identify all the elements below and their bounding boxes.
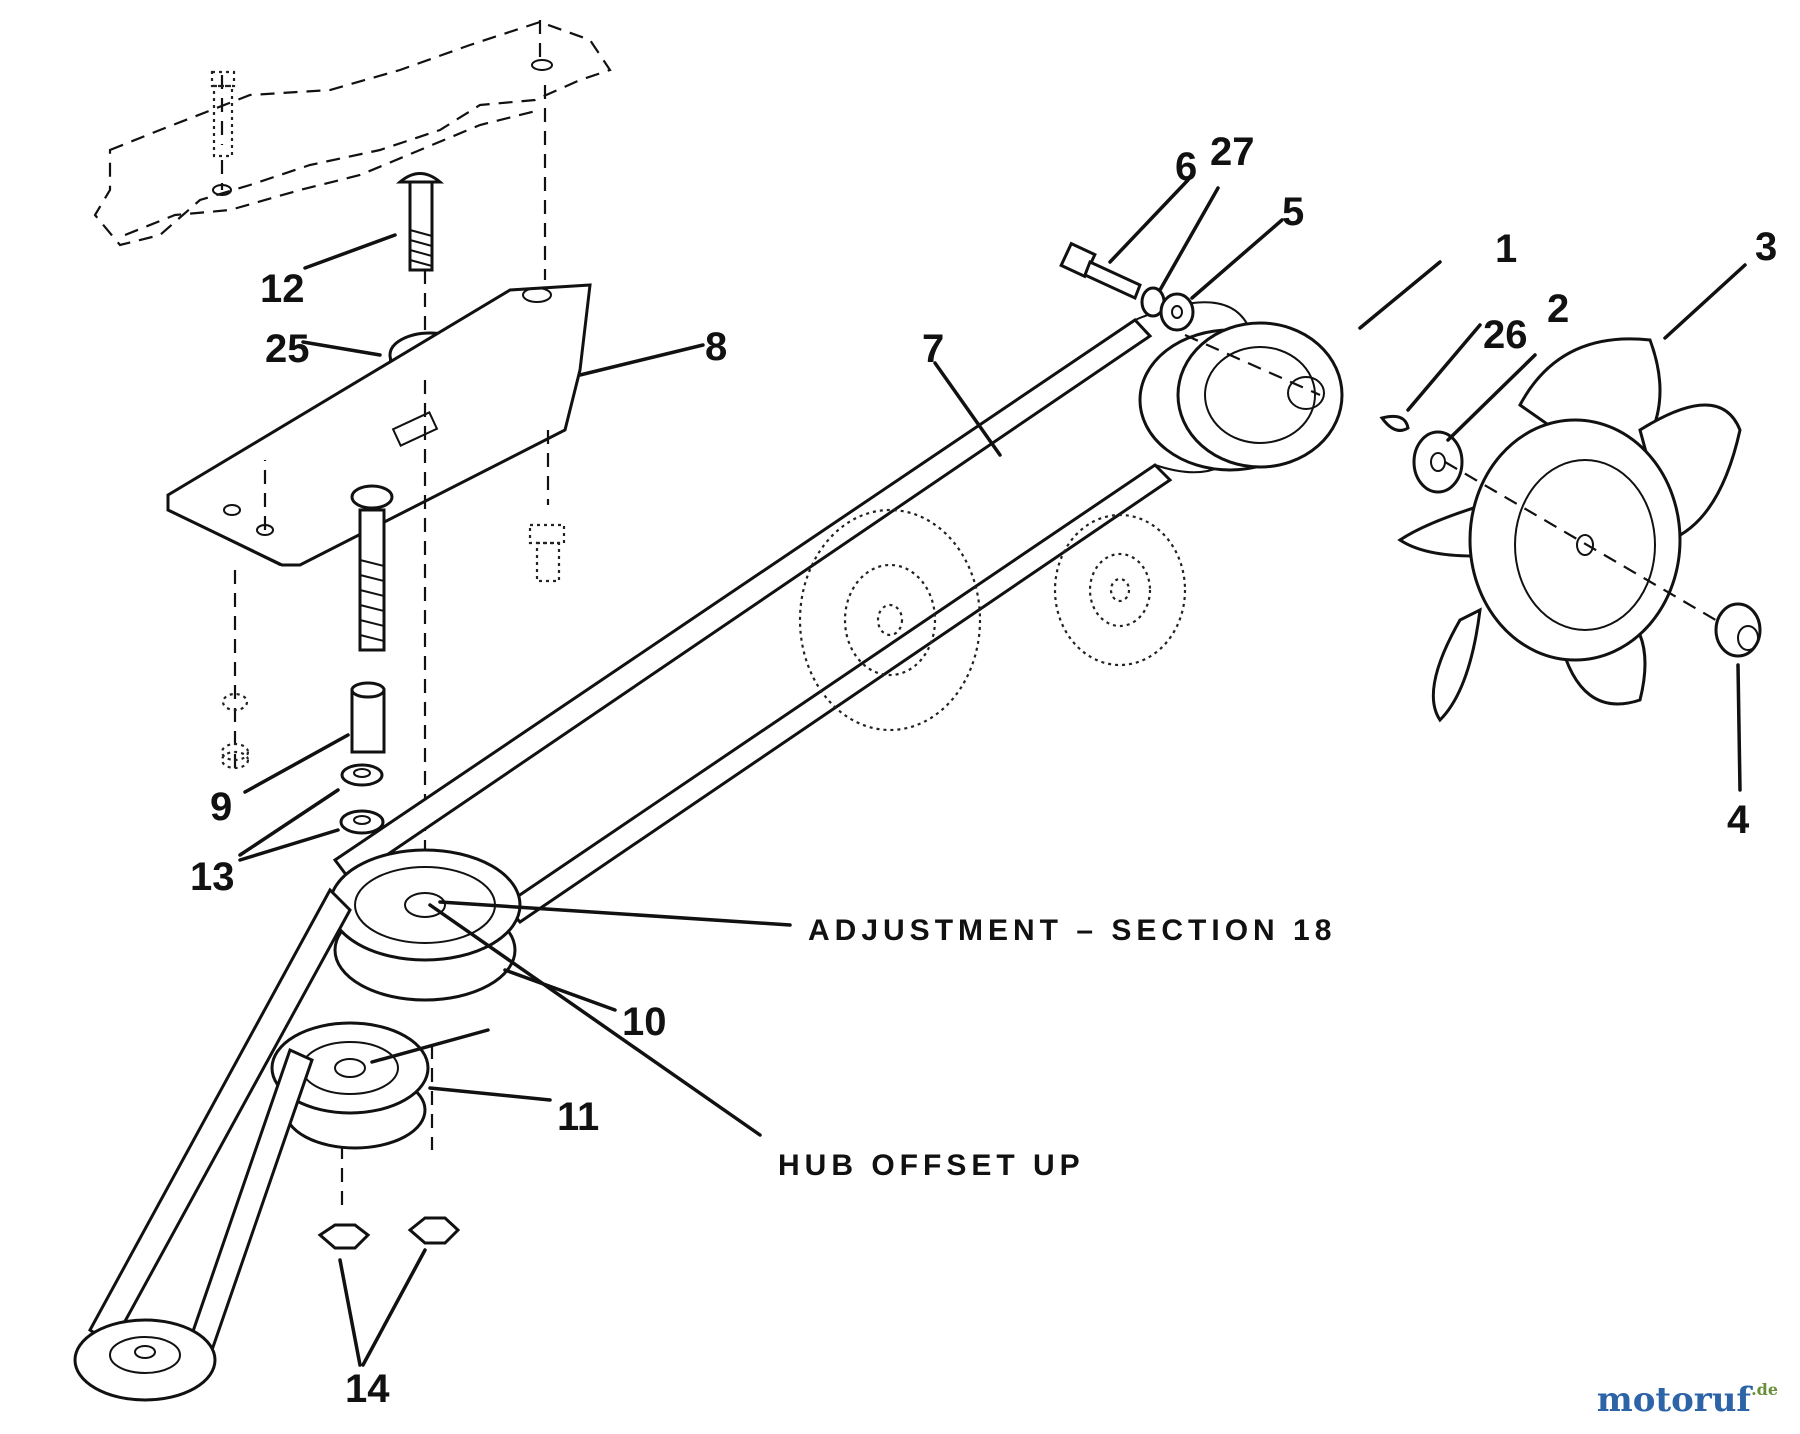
callout-11: 11 <box>557 1095 599 1139</box>
watermark-suffix: .de <box>1751 1380 1778 1399</box>
callout-labels: 1 2 3 4 5 6 7 8 9 10 11 12 13 14 25 26 2… <box>190 130 1777 1411</box>
phantom-idler-pulleys <box>798 508 1187 732</box>
pulley-11 <box>270 1021 430 1150</box>
frame-phantom-outline <box>93 20 612 247</box>
callout-25: 25 <box>265 327 310 371</box>
pivot-stud <box>350 484 394 652</box>
callout-14: 14 <box>345 1367 390 1411</box>
phantom-bolt-under-plate <box>528 523 566 583</box>
callout-26: 26 <box>1483 313 1528 357</box>
callout-6: 6 <box>1175 145 1197 189</box>
callout-1: 1 <box>1495 227 1517 271</box>
nuts-14 <box>317 1216 461 1250</box>
spacer-9 <box>350 681 386 754</box>
leader-lines <box>238 178 1747 1367</box>
note-hub-offset-up: HUB OFFSET UP <box>778 1149 1085 1182</box>
fan-3 <box>1397 337 1751 723</box>
phantom-bolt-top <box>210 70 236 158</box>
washer-5 <box>1159 292 1195 332</box>
carriage-bolt-12 <box>395 172 445 272</box>
note-adjustment-section: ADJUSTMENT – SECTION 18 <box>808 914 1336 947</box>
callout-12: 12 <box>260 267 305 311</box>
callout-7: 7 <box>922 327 944 371</box>
callout-5: 5 <box>1282 190 1304 234</box>
callout-3: 3 <box>1755 225 1777 269</box>
callout-27: 27 <box>1210 130 1255 174</box>
watermark-logo: motoruf.de <box>1597 1380 1778 1420</box>
pulley-10 <box>328 848 522 1002</box>
callout-4: 4 <box>1727 798 1750 842</box>
callout-13: 13 <box>190 855 235 899</box>
washers-13 <box>339 763 385 835</box>
callout-10: 10 <box>622 1000 667 1044</box>
v-belt-7 <box>332 301 1251 924</box>
callout-9: 9 <box>210 785 232 829</box>
key-2 <box>1379 414 1410 432</box>
mounting-plate-8 <box>166 85 592 567</box>
hex-bolt-6 <box>1059 241 1142 301</box>
callout-2: 2 <box>1547 287 1569 331</box>
lower-belt-and-engine-pulley <box>73 887 352 1402</box>
washer-26 <box>1412 430 1464 494</box>
hub-nut-4 <box>1714 602 1762 658</box>
watermark-main: motoruf <box>1596 1380 1752 1420</box>
pulley-1 <box>1138 321 1344 472</box>
callout-8: 8 <box>705 325 727 369</box>
phantom-washers-left <box>220 692 250 770</box>
